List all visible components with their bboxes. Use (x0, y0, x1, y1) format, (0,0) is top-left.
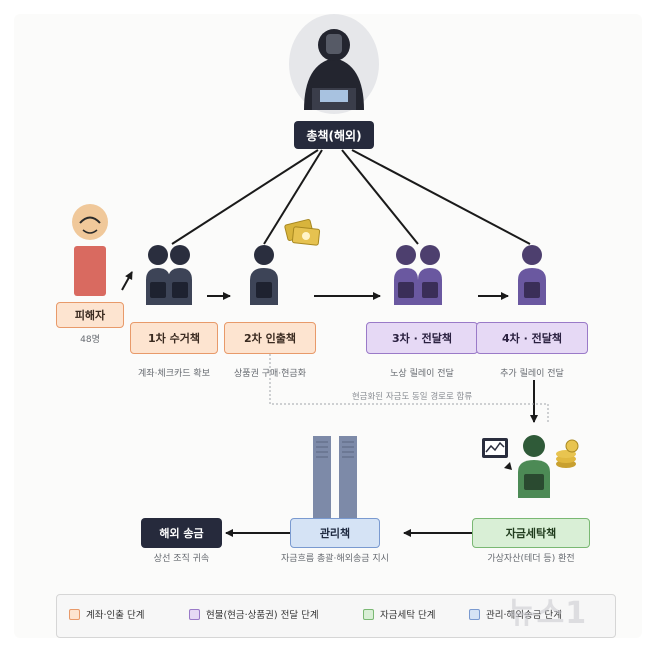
legend-item-laundering: 자금세탁 단계 (363, 607, 435, 621)
collector-figures (146, 245, 192, 305)
legend: 계좌·인출 단계 현물(현금·상품권) 전달 단계 자금세탁 단계 관리·해외송… (56, 594, 616, 638)
legend-item-delivery: 현물(현금·상품권) 전달 단계 (189, 607, 319, 621)
legend-label: 현물(현금·상품권) 전달 단계 (206, 610, 319, 621)
launderer-desc: 가상자산(테더 등) 환전 (487, 554, 575, 564)
legend-label: 자금세탁 단계 (380, 610, 436, 621)
launderer-figure (518, 435, 550, 498)
news1-watermark: 뉴스1 (508, 596, 588, 631)
remit-desc: 상선 조직 귀속 (153, 554, 210, 564)
relay3-desc: 노상 릴레이 전달 (390, 369, 454, 379)
boss-figure (289, 14, 379, 114)
victim-count: 48명 (80, 335, 100, 345)
boss-box: 총책(해외) (294, 121, 374, 149)
boss-connection-lines (171, 149, 531, 245)
legend-swatch (189, 608, 200, 620)
chart-monitor-icon (482, 438, 512, 470)
merge-note: 현금화된 자금도 동일 경로로 합류 (351, 392, 473, 402)
victim-box: 피해자 (56, 302, 124, 328)
manager-box: 관리책 (290, 518, 380, 548)
legend-label: 관리·해외송금 단계 (486, 610, 562, 621)
withdrawer-box: 2차 인출책 (224, 322, 316, 354)
flow-arrows (121, 271, 538, 537)
collector-desc: 계좌·체크카드 확보 (138, 369, 210, 379)
relay4-desc: 추가 릴레이 전달 (500, 369, 564, 379)
relay3-box: 3차 · 전달책 (366, 322, 478, 354)
legend-swatch (69, 608, 80, 620)
legend-item-management: 관리·해외송금 단계 (469, 607, 562, 621)
merge-dotted-line (269, 354, 549, 424)
relay4-figure (518, 245, 546, 305)
relay4-box: 4차 · 전달책 (476, 322, 588, 354)
victim-figure (72, 204, 108, 296)
server-icon (313, 436, 357, 518)
collector-box: 1차 수거책 (130, 322, 218, 354)
coin-stack-icon (556, 439, 579, 468)
gift-card-icon (284, 219, 321, 246)
relay3-figures (394, 245, 442, 305)
remit-box: 해외 송금 (141, 518, 222, 548)
manager-desc: 자금흐름 총괄·해외송금 지시 (281, 554, 389, 564)
legend-swatch (469, 608, 480, 620)
legend-item-account: 계좌·인출 단계 (69, 607, 144, 621)
legend-label: 계좌·인출 단계 (86, 610, 145, 621)
withdrawer-desc: 상품권 구매·현금화 (234, 369, 306, 379)
legend-swatch (363, 608, 374, 620)
withdrawer-figure (250, 245, 278, 305)
launderer-box: 자금세탁책 (472, 518, 590, 548)
